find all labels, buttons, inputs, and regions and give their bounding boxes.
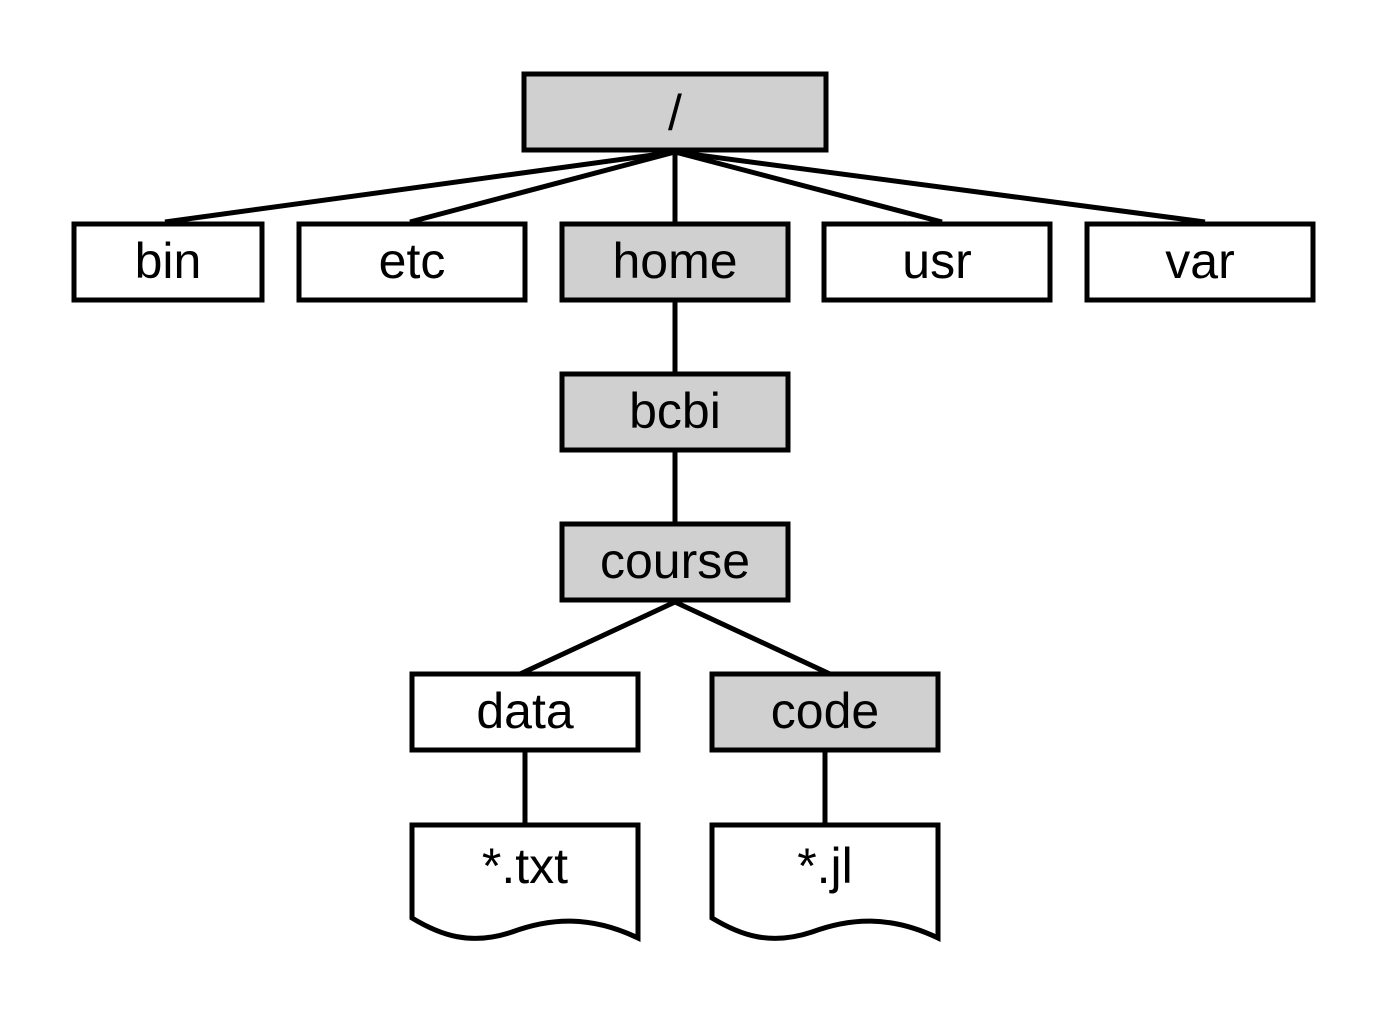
node-txt-files[interactable]: *.txt <box>409 822 641 942</box>
node-jl-files[interactable]: *.jl <box>709 822 941 942</box>
document-icon <box>709 822 941 942</box>
node-bcbi-box <box>559 371 791 453</box>
edge-root-bin <box>164 149 676 225</box>
node-data-label: data <box>476 683 574 739</box>
edge-course-data <box>518 599 677 677</box>
node-root-label: / <box>668 85 682 141</box>
node-code-label: code <box>771 683 879 739</box>
edge-root-etc <box>409 149 676 225</box>
node-home[interactable]: home <box>559 221 791 303</box>
node-data-box <box>409 671 641 753</box>
node-course-label: course <box>600 533 750 589</box>
node-etc-label: etc <box>379 233 446 289</box>
node-course-box <box>559 521 791 603</box>
node-var-label: var <box>1165 233 1234 289</box>
node-bin-label: bin <box>135 233 202 289</box>
node-home-label: home <box>612 233 737 289</box>
node-usr-label: usr <box>902 233 971 289</box>
node-usr[interactable]: usr <box>821 221 1053 303</box>
node-code-box <box>709 671 941 753</box>
node-bin-box <box>71 221 265 303</box>
node-bcbi-label: bcbi <box>629 383 721 439</box>
node-home-box <box>559 221 791 303</box>
node-data[interactable]: data <box>409 671 641 753</box>
edge-root-var <box>674 149 1206 225</box>
document-icon <box>409 822 641 942</box>
node-var-box <box>1084 221 1316 303</box>
node-txt-label: *.txt <box>482 838 568 894</box>
node-course[interactable]: course <box>559 521 791 603</box>
edge-root-usr <box>674 149 943 225</box>
node-code[interactable]: code <box>709 671 941 753</box>
node-jl-label: *.jl <box>797 838 853 894</box>
node-bin[interactable]: bin <box>71 221 265 303</box>
node-etc[interactable]: etc <box>296 221 528 303</box>
node-usr-box <box>821 221 1053 303</box>
tree-edges <box>164 149 1206 824</box>
node-etc-box <box>296 221 528 303</box>
edge-course-code <box>673 599 832 677</box>
node-root[interactable]: / <box>521 71 829 153</box>
node-var[interactable]: var <box>1084 221 1316 303</box>
node-root-box <box>521 71 829 153</box>
node-bcbi[interactable]: bcbi <box>559 371 791 453</box>
